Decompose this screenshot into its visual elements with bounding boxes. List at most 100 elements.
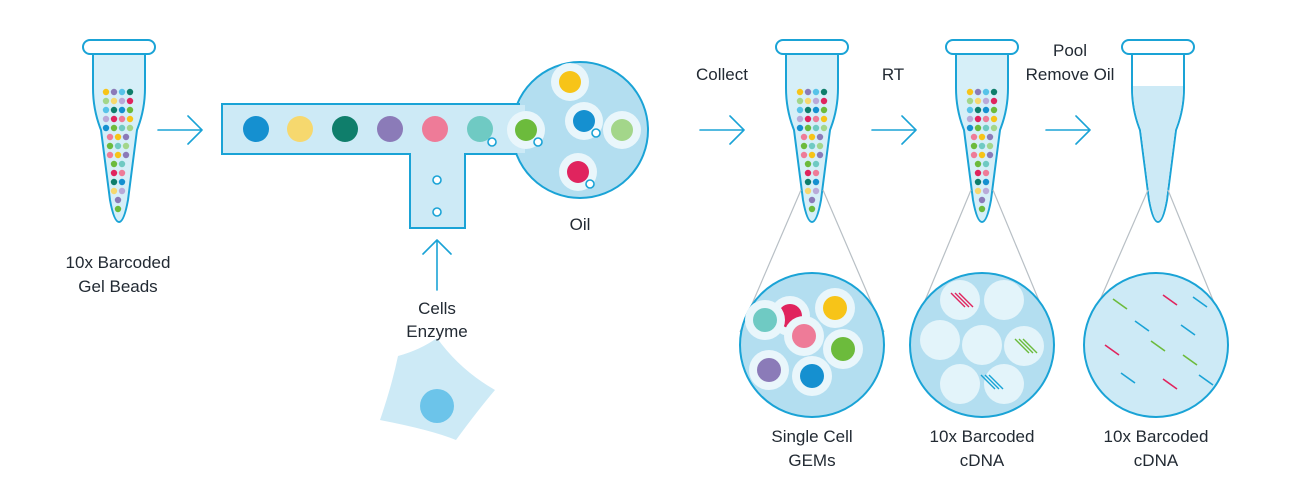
bead-icon: [110, 178, 118, 186]
cdna-strand-icon: [1162, 294, 1178, 306]
pooled-tube-icon: [1121, 39, 1195, 224]
bead-icon: [243, 116, 269, 142]
arrow-icon: [422, 239, 452, 291]
bead-icon: [982, 124, 990, 132]
bead-icon: [812, 187, 820, 195]
bead-icon: [106, 151, 114, 159]
bead-icon: [118, 97, 126, 105]
cdna-strand-icon: [1112, 298, 1128, 310]
bead-icon: [808, 196, 816, 204]
bead-icon: [970, 133, 978, 141]
bead-icon: [796, 106, 804, 114]
bead-icon: [816, 142, 824, 150]
bead-icon: [422, 116, 448, 142]
bead-icon: [800, 364, 824, 388]
bead-icon: [804, 124, 812, 132]
cells-label-line1: Cells: [418, 299, 456, 318]
cdna-strand-icon: [1162, 378, 1178, 390]
cell-icon: [585, 179, 595, 189]
bead-icon: [122, 133, 130, 141]
bead-icon: [982, 160, 990, 168]
cell-droplets: [432, 175, 442, 217]
bead-icon: [990, 124, 998, 132]
bead-icon: [804, 88, 812, 96]
droplet-icon: [1004, 326, 1044, 366]
gel-beads-tube-icon: [82, 39, 156, 224]
bead-icon: [820, 88, 828, 96]
bead-icon: [800, 142, 808, 150]
gems-tube-icon: [775, 39, 849, 224]
bead-icon: [792, 324, 816, 348]
bead-icon: [966, 124, 974, 132]
cdna1-label-line1: 10x Barcoded: [930, 427, 1035, 446]
cdna-strand-icon: [1198, 374, 1214, 386]
droplet-icon: [940, 280, 980, 320]
bead-icon: [812, 124, 820, 132]
collect-label: Collect: [696, 65, 748, 84]
bead-icon: [332, 116, 358, 142]
bead-icon: [106, 133, 114, 141]
bead-icon: [982, 187, 990, 195]
bead-icon: [611, 119, 633, 141]
bead-icon: [287, 116, 313, 142]
bead-icon: [986, 133, 994, 141]
gel-beads-label-line2: Gel Beads: [78, 277, 157, 296]
bead-icon: [816, 151, 824, 159]
bead-icon: [812, 97, 820, 105]
cdna-strand-icon: [1150, 340, 1166, 352]
bead-icon: [118, 124, 126, 132]
cdna-strand-icon: [1120, 372, 1136, 384]
bead-icon: [974, 160, 982, 168]
cdna-strand-icon: [1192, 296, 1208, 308]
bead-icon: [804, 187, 812, 195]
bead-icon: [559, 71, 581, 93]
rt-label: RT: [882, 65, 904, 84]
bead-icon: [808, 133, 816, 141]
droplet-icon: [962, 325, 1002, 365]
bead-icon: [990, 88, 998, 96]
bead-icon: [114, 205, 122, 213]
bead-icon: [118, 88, 126, 96]
cdna-strand-icon: [1180, 324, 1196, 336]
bead-icon: [804, 169, 812, 177]
bead-icon: [796, 88, 804, 96]
bead-icon: [126, 106, 134, 114]
bead-icon: [804, 178, 812, 186]
cdna-strand-icon: [1182, 354, 1198, 366]
bead-icon: [812, 160, 820, 168]
microfluidic-chip: [221, 61, 649, 229]
bead-icon: [796, 115, 804, 123]
bead-icon: [974, 124, 982, 132]
bead-icon: [982, 115, 990, 123]
bead-icon: [114, 133, 122, 141]
bead-icon: [974, 106, 982, 114]
cdna-strand-icon: [988, 374, 1004, 390]
bead-icon: [118, 187, 126, 195]
cdna2-label-line2: cDNA: [1134, 451, 1179, 470]
bead-icon: [990, 106, 998, 114]
bead-icon: [118, 160, 126, 168]
bead-icon: [804, 115, 812, 123]
droplet-icon: [940, 364, 980, 404]
pooled-cdna-zoom-circle: [1083, 272, 1229, 418]
cdna-strand-icon: [950, 292, 966, 308]
droplet-icon: [984, 364, 1024, 404]
bead-icon: [966, 115, 974, 123]
droplet-icon: [984, 280, 1024, 320]
bead-icon: [467, 116, 493, 142]
bead-icon: [966, 106, 974, 114]
bead-icon: [986, 142, 994, 150]
bead-icon: [110, 124, 118, 132]
bead-icon: [820, 106, 828, 114]
bead-icon: [757, 358, 781, 382]
bead-icon: [982, 169, 990, 177]
cell-icon: [380, 338, 495, 440]
bead-icon: [978, 133, 986, 141]
bead-icon: [114, 151, 122, 159]
bead-icon: [812, 106, 820, 114]
bead-icon: [102, 88, 110, 96]
bead-icon: [804, 106, 812, 114]
bead-icon: [114, 196, 122, 204]
bead-icon: [110, 115, 118, 123]
